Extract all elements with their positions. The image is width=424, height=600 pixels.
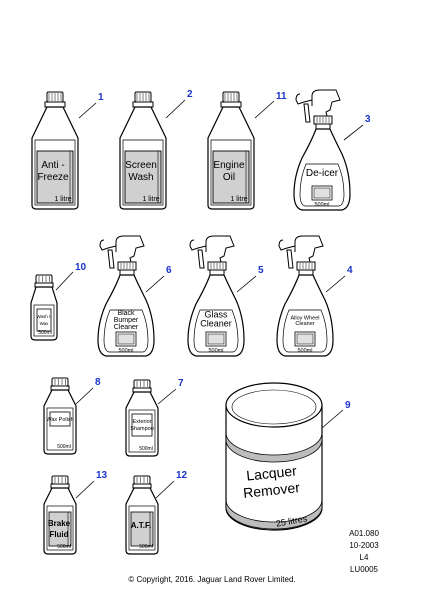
- part-label: Wash n: [36, 314, 52, 319]
- part-label: 1 litre: [54, 196, 71, 203]
- copyright-notice: © Copyright, 2016. Jaguar Land Rover Lim…: [128, 575, 296, 584]
- ref-level: L4: [359, 553, 369, 562]
- leader-line: [145, 275, 165, 293]
- bottle-500ml: Wax Polish 500ml 8: [43, 377, 101, 455]
- part-label: Bumper: [114, 317, 139, 324]
- part-label: Lacquer: [245, 462, 297, 483]
- ref-id: LU0005: [349, 565, 379, 574]
- callout-number: 10: [75, 262, 87, 273]
- part-label: 500ml: [298, 348, 313, 354]
- part-label: Cleaner: [114, 324, 139, 331]
- part-label: 500ml: [38, 330, 52, 336]
- part-label: 500ml: [209, 348, 224, 354]
- part-label: A.T.F.: [131, 521, 151, 530]
- part-label: Fluid: [49, 530, 68, 539]
- part-label: Anti -: [41, 160, 64, 171]
- part-label: Engine: [213, 160, 245, 171]
- bottle-500ml: A.T.F. 500ml 12: [125, 470, 188, 555]
- part-label: Wax: [40, 321, 50, 326]
- callout-number: 9: [345, 400, 351, 411]
- part-label: Cleaner: [295, 321, 314, 327]
- ref-code: A01.080: [349, 529, 379, 538]
- callout-number: 1: [98, 92, 104, 103]
- callout-number: 4: [347, 265, 353, 276]
- part-label: 500ml: [139, 544, 153, 550]
- part-label: 500ml: [57, 444, 71, 450]
- part-label: Freeze: [37, 172, 69, 183]
- part-label: Screen: [125, 160, 157, 171]
- part-label: 1 litre: [230, 196, 247, 203]
- callout-number: 11: [276, 91, 287, 102]
- leader-line: [157, 388, 177, 405]
- callout-number: 12: [176, 470, 188, 481]
- part-label: Alloy Wheel: [290, 315, 319, 321]
- part-label: De-icer: [306, 168, 339, 179]
- bottle-1l: Anti -Freeze 1 litre 1: [31, 91, 104, 210]
- leader-line: [155, 480, 175, 499]
- callout-number: 2: [187, 89, 193, 100]
- leader-line: [236, 275, 257, 293]
- part-label: 1 litre: [142, 196, 159, 203]
- part-label: Shampoo: [130, 426, 154, 432]
- leader-line: [75, 480, 95, 499]
- part-label: Exterior: [133, 419, 152, 425]
- callout-number: 3: [365, 114, 371, 125]
- part-label: 500ml: [315, 202, 330, 208]
- callout-number: 8: [95, 377, 101, 388]
- callout-number: 13: [96, 470, 108, 481]
- bottle-500ml: Wash n Wax 500ml 10: [30, 262, 87, 341]
- leader-line: [78, 102, 97, 119]
- leader-line: [75, 387, 94, 405]
- part-label: Brake: [48, 519, 71, 528]
- part-label: Oil: [223, 172, 235, 183]
- spray-bottle: De-icer 500ml 3: [293, 89, 371, 211]
- part-label: Glass: [204, 310, 228, 320]
- leader-line: [165, 99, 186, 119]
- leader-line: [325, 275, 346, 293]
- part-label: Wash: [128, 172, 153, 183]
- part-label: Remover: [242, 479, 300, 501]
- part-label: 500ml: [119, 348, 134, 354]
- part-label: 500ml: [139, 446, 153, 452]
- leader-line: [321, 409, 344, 429]
- callout-number: 7: [178, 378, 184, 389]
- part-label: Black: [117, 310, 135, 317]
- part-label: Wax Polish: [46, 417, 73, 423]
- callout-number: 6: [166, 265, 172, 276]
- ref-date: 10-2003: [349, 541, 379, 550]
- part-label: Cleaner: [200, 319, 232, 329]
- callout-number: 5: [258, 265, 264, 276]
- part-label: 500ml: [57, 544, 71, 550]
- leader-line: [254, 100, 275, 119]
- leader-line: [343, 124, 364, 141]
- leader-line: [55, 271, 74, 291]
